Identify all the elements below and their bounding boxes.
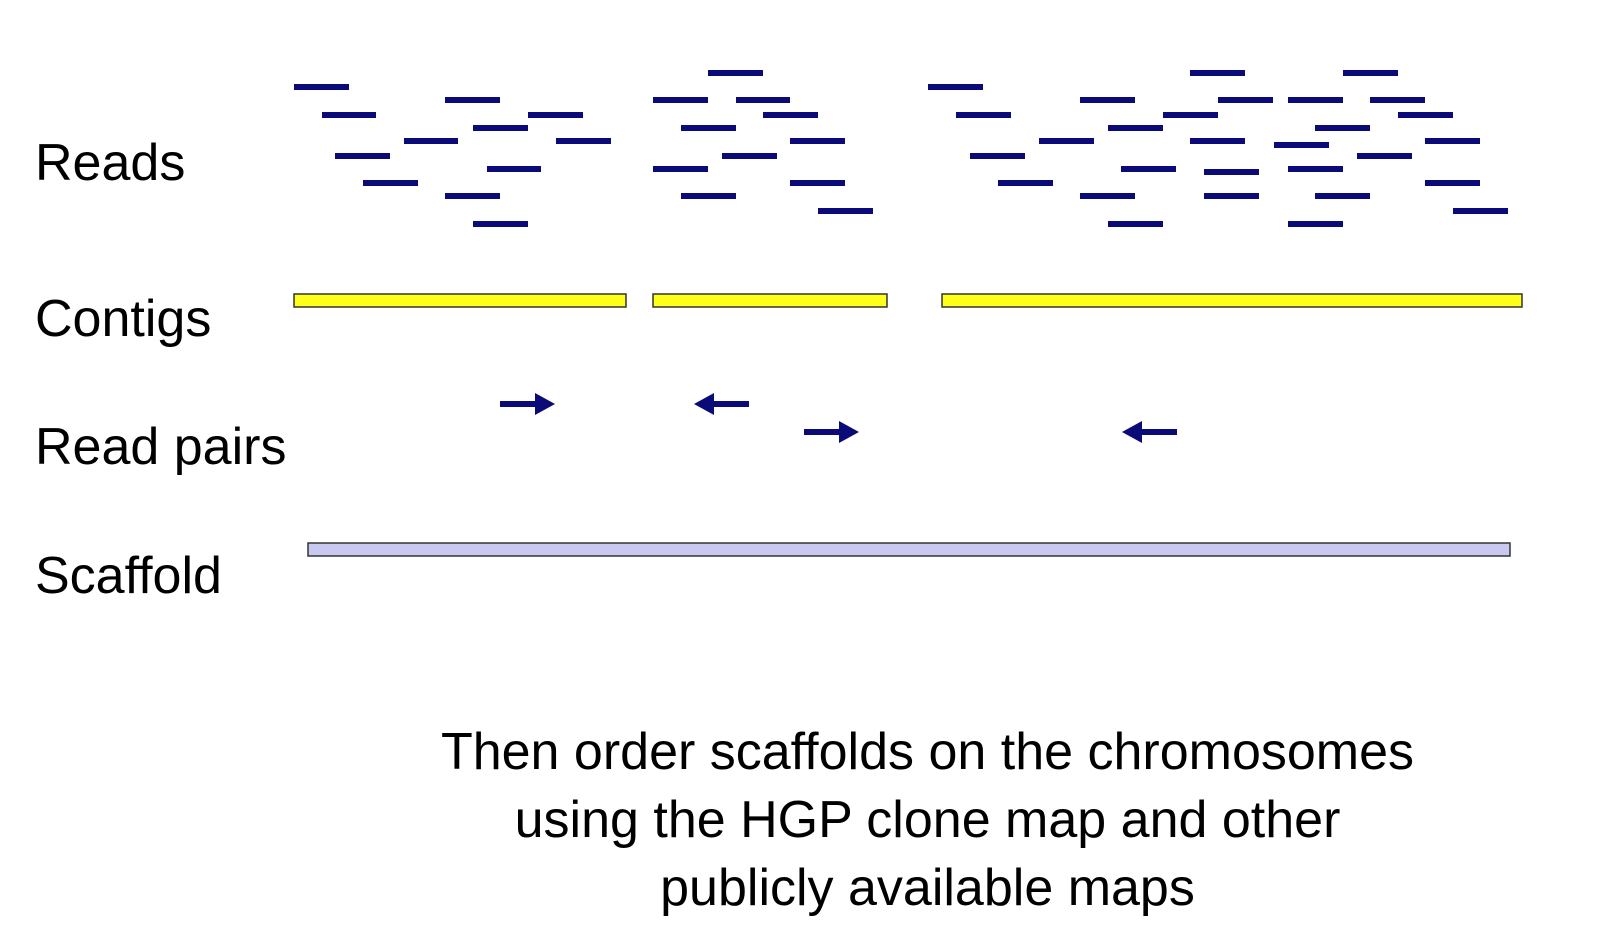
read-segment	[998, 180, 1053, 186]
read-pair-arrow-right	[500, 393, 555, 415]
read-segment	[1190, 138, 1245, 144]
read-segment	[1204, 169, 1259, 175]
read-segment	[528, 112, 583, 118]
read-segment	[1204, 193, 1259, 199]
read-segment	[1453, 208, 1508, 214]
read-segment	[1425, 180, 1480, 186]
read-segment	[1315, 193, 1370, 199]
read-segment	[1343, 70, 1398, 76]
read-segment	[681, 193, 736, 199]
read-segment	[1163, 112, 1218, 118]
read-segment	[363, 180, 418, 186]
read-segment	[956, 112, 1011, 118]
read-segment	[653, 97, 708, 103]
read-segment	[681, 125, 736, 131]
read-segment	[970, 153, 1025, 159]
read-segment	[404, 138, 458, 144]
caption-line-1: Then order scaffolds on the chromosomes	[440, 723, 1415, 781]
contig-1	[293, 293, 627, 308]
read-segment	[736, 97, 790, 103]
read-segment	[1288, 221, 1343, 227]
read-segment	[1190, 70, 1245, 76]
read-pair-arrow-right	[804, 421, 859, 443]
read-segment	[1288, 97, 1343, 103]
read-segment	[1039, 138, 1094, 144]
read-segment	[708, 70, 763, 76]
read-segment	[445, 193, 500, 199]
read-pair-arrow-left	[1122, 421, 1177, 443]
read-segment	[1080, 193, 1135, 199]
read-segment	[722, 153, 777, 159]
label-reads: Reads	[35, 134, 186, 192]
read-segment	[1108, 125, 1163, 131]
read-segment	[1370, 97, 1425, 103]
read-segment	[1315, 125, 1370, 131]
read-segment	[790, 138, 845, 144]
scaffold-bar	[307, 542, 1511, 557]
read-segment	[473, 125, 528, 131]
read-segment	[487, 166, 541, 172]
contigs-group	[293, 293, 1523, 308]
read-segment	[473, 221, 528, 227]
reads-group	[294, 70, 1508, 227]
read-segment	[294, 84, 349, 90]
read-segment	[1288, 166, 1343, 172]
scaffold-group	[307, 542, 1511, 557]
read-segment	[1218, 97, 1273, 103]
read-segment	[1108, 221, 1163, 227]
read-segment	[928, 84, 983, 90]
label-contigs: Contigs	[35, 290, 212, 348]
caption-line-3: publicly available maps	[660, 859, 1195, 917]
read-pairs-group	[500, 393, 1177, 443]
read-pair-arrow-left	[694, 393, 749, 415]
contig-3	[941, 293, 1523, 308]
read-segment	[1274, 142, 1329, 148]
read-segment	[322, 112, 376, 118]
read-segment	[1425, 138, 1480, 144]
read-segment	[1121, 166, 1176, 172]
read-segment	[653, 166, 708, 172]
read-segment	[818, 208, 873, 214]
read-segment	[790, 180, 845, 186]
read-segment	[1357, 153, 1412, 159]
caption: Then order scaffolds on the chromosomes …	[300, 718, 1555, 922]
read-segment	[763, 112, 818, 118]
read-segment	[556, 138, 611, 144]
read-segment	[335, 153, 390, 159]
label-read-pairs: Read pairs	[35, 418, 287, 476]
contig-2	[652, 293, 888, 308]
caption-line-2: using the HGP clone map and other	[514, 791, 1341, 849]
read-segment	[1398, 112, 1453, 118]
read-segment	[445, 97, 500, 103]
read-segment	[1080, 97, 1135, 103]
label-scaffold: Scaffold	[35, 547, 222, 605]
